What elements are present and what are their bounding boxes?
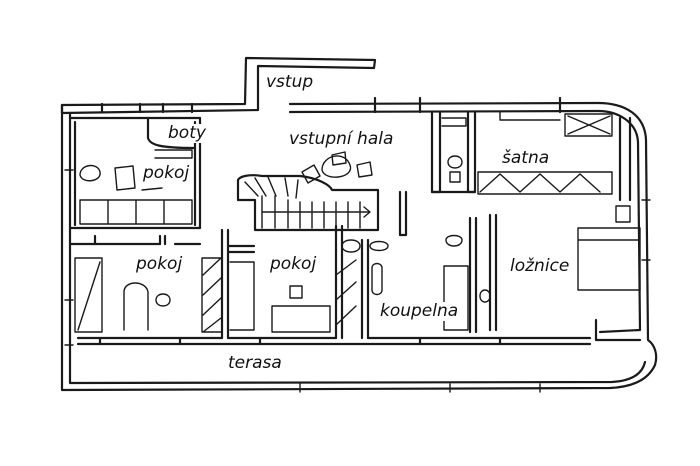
room-label-pokoj-left: pokoj <box>134 254 185 274</box>
room-label-boty: boty <box>166 123 208 143</box>
outer-walls <box>60 56 658 392</box>
room-label-loznice: ložnice <box>508 256 572 276</box>
openings <box>64 169 651 393</box>
room-label-vstupni-hala: vstupní hala <box>287 129 396 149</box>
room-label-terasa: terasa <box>226 353 284 373</box>
staircase <box>236 174 380 232</box>
room-label-koupelna: koupelna <box>378 301 461 321</box>
furniture <box>74 111 641 333</box>
room-label-pokoj-top: pokoj <box>141 163 192 183</box>
room-label-satna: šatna <box>500 148 552 168</box>
room-label-vstup: vstup <box>264 72 316 92</box>
room-label-pokoj-mid: pokoj <box>268 254 319 274</box>
